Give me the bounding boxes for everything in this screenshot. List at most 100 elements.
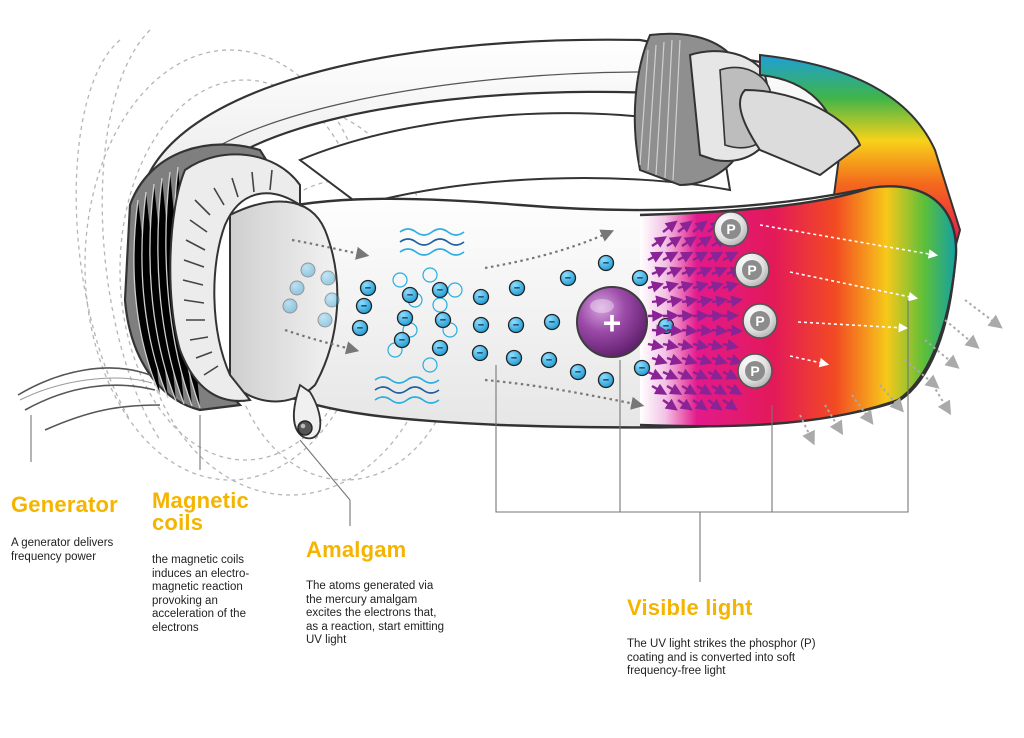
- uv-photon-arrow: [666, 353, 683, 366]
- uv-photon-arrow: [666, 266, 683, 278]
- uv-photon-arrow: [722, 398, 738, 411]
- electron: −: [434, 311, 452, 329]
- uv-photon-arrow: [707, 339, 725, 351]
- electron: −: [359, 279, 377, 297]
- nucleus-symbol: +: [603, 305, 622, 341]
- electron: −: [472, 316, 490, 334]
- phosphor-sphere: P: [737, 353, 773, 389]
- uv-photon-arrow: [692, 339, 710, 351]
- electron: −: [507, 316, 525, 334]
- uv-photon-arrow: [696, 353, 713, 366]
- uv-photon-arrow: [711, 295, 729, 308]
- uv-photon-arrow: [662, 398, 678, 411]
- uv-photon-arrow: [696, 266, 713, 278]
- svg-text:P: P: [747, 262, 756, 278]
- uv-photon-arrow: [681, 295, 699, 308]
- uv-photon-arrow: [722, 251, 739, 263]
- uv-photon-arrow: [647, 251, 664, 263]
- electron: −: [355, 297, 373, 315]
- svg-text:−: −: [575, 367, 581, 379]
- uv-wave-icon: [374, 228, 465, 404]
- svg-text:−: −: [437, 285, 443, 297]
- uv-photon-arrow: [677, 220, 693, 233]
- uv-photon-arrow: [662, 368, 679, 380]
- electron: −: [401, 286, 419, 304]
- uv-photon-arrow: [677, 280, 694, 293]
- emitted-light-rays: [799, 299, 1003, 446]
- callout-visible-light: Visible light The UV light strikes the p…: [627, 597, 867, 679]
- electron: −: [633, 359, 651, 377]
- svg-text:−: −: [402, 313, 408, 325]
- electron-group-faded: [282, 262, 340, 328]
- uv-photon-arrow: [692, 251, 709, 263]
- electron: −: [431, 281, 449, 299]
- electron: −: [508, 279, 526, 297]
- uv-photon-arrow: [726, 295, 744, 308]
- uv-photon-arrow: [651, 324, 669, 337]
- generator-wire-icon: [17, 367, 161, 431]
- uv-photon-arrow: [696, 383, 713, 395]
- uv-photon-arrow: [711, 383, 728, 395]
- nucleus-icon: +: [576, 286, 648, 358]
- coils-title-line2: coils: [152, 510, 204, 535]
- phosphor-sphere: P: [713, 211, 749, 247]
- electron: −: [431, 339, 449, 357]
- uv-photon-arrow: [707, 280, 724, 293]
- uv-photon-arrow: [647, 280, 664, 293]
- svg-text:−: −: [357, 323, 363, 335]
- uv-photon-arrow: [651, 266, 668, 278]
- uv-photon-arrow: [726, 353, 743, 366]
- generator-title: Generator: [11, 492, 118, 517]
- uv-photon-arrow: [692, 368, 709, 380]
- uv-photon-arrow: [651, 353, 668, 366]
- svg-text:−: −: [477, 348, 483, 360]
- uv-photon-arrow: [677, 339, 695, 351]
- uv-photon-arrow: [707, 251, 724, 263]
- electron: −: [559, 269, 577, 287]
- svg-text:P: P: [750, 363, 759, 379]
- uv-photon-arrow: [666, 383, 683, 395]
- uv-photon-arrow: [722, 339, 740, 351]
- electron: −: [471, 344, 489, 362]
- electron-flow-arrows: [284, 229, 645, 410]
- coils-title: Magnetic coils: [152, 490, 292, 534]
- visible-light-text: The UV light strikes the phosphor (P) co…: [627, 638, 816, 677]
- svg-text:−: −: [440, 315, 446, 327]
- svg-text:−: −: [549, 317, 555, 329]
- uv-photon-arrow: [647, 339, 665, 351]
- uv-photon-arrow: [692, 220, 708, 233]
- electron: −: [351, 319, 369, 337]
- electron: −: [472, 288, 490, 306]
- callout-amalgam: Amalgam The atoms generated via the merc…: [306, 539, 486, 648]
- uv-photon-arrow: [662, 339, 680, 351]
- uv-photon-arrow: [696, 295, 714, 308]
- uv-photon-arrow: [666, 324, 684, 337]
- svg-text:−: −: [565, 273, 571, 285]
- uv-photon-arrow: [711, 266, 728, 278]
- callout-generator: Generator A generator delivers frequency…: [11, 494, 151, 564]
- uv-photon-arrow: [666, 295, 684, 308]
- svg-text:−: −: [407, 290, 413, 302]
- electron: −: [569, 363, 587, 381]
- uv-photon-arrow: [722, 368, 739, 380]
- electron: −: [597, 254, 615, 272]
- uv-photon-arrow: [707, 368, 724, 380]
- svg-text:−: −: [399, 335, 405, 347]
- electron: −: [543, 313, 561, 331]
- svg-text:−: −: [478, 292, 484, 304]
- electron: −: [393, 331, 411, 349]
- uv-photon-arrow: [722, 280, 739, 293]
- electron: −: [540, 351, 558, 369]
- amalgam-title: Amalgam: [306, 537, 407, 562]
- svg-text:−: −: [514, 283, 520, 295]
- uv-photon-arrow: [677, 251, 694, 263]
- uv-photon-arrow: [692, 280, 709, 293]
- svg-text:−: −: [478, 320, 484, 332]
- uv-photon-arrow: [647, 368, 664, 380]
- svg-text:−: −: [511, 353, 517, 365]
- svg-text:−: −: [361, 301, 367, 313]
- electron: −: [631, 269, 649, 287]
- svg-text:P: P: [755, 313, 764, 329]
